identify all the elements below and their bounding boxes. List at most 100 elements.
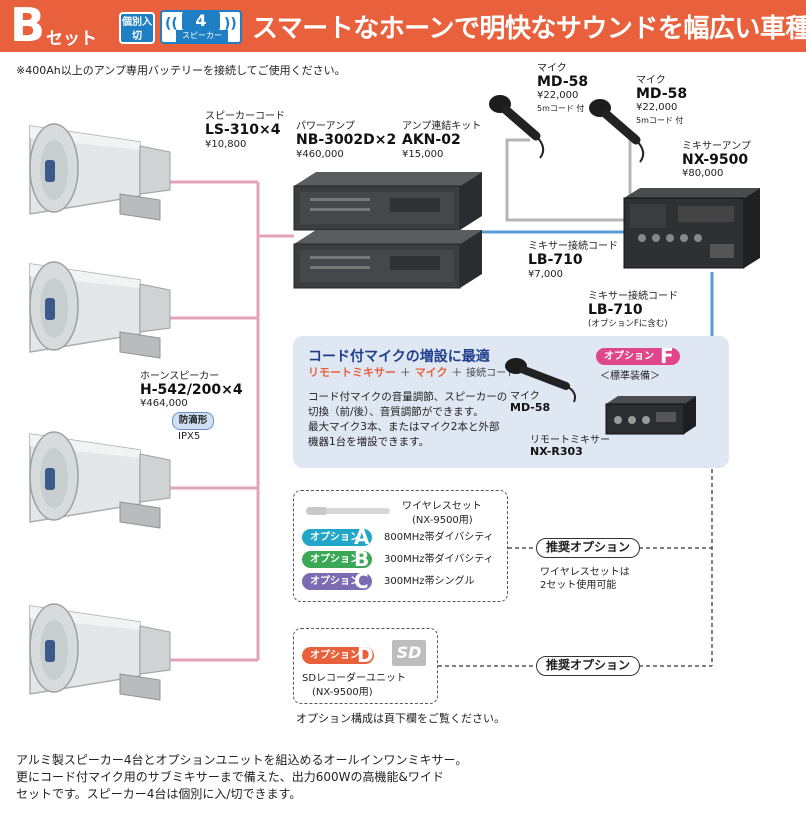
option-f-letter: F bbox=[660, 344, 674, 368]
speaker-cord-model: LS-310×4 bbox=[205, 122, 281, 138]
mic1-note: 5mコード 付 bbox=[537, 104, 585, 113]
mixer-cord2-note: (オプションFに含む) bbox=[588, 319, 668, 329]
horn-speaker-model: H-542/200×4 bbox=[140, 382, 243, 398]
set-letter: B bbox=[10, 0, 46, 52]
mic2-price: ¥22,000 bbox=[636, 102, 678, 113]
wireless-note-2: 2セット使用可能 bbox=[540, 580, 617, 591]
horn-speaker-1 bbox=[29, 123, 171, 221]
microphone-1-icon bbox=[489, 95, 545, 159]
horn-speaker-price: ¥464,000 bbox=[140, 398, 188, 409]
set-label: セット bbox=[46, 29, 97, 49]
option-f-label: オプション bbox=[604, 351, 654, 362]
option-d-letter: D bbox=[357, 643, 374, 667]
mic2-name: マイク bbox=[636, 75, 666, 86]
bottom-line: 更にコード付マイク用のサブミキサーまで備えた、出力600Wの高機能&ワイド bbox=[16, 770, 444, 784]
option-a-label: オプション bbox=[310, 532, 360, 543]
power-amp-model: NB-3002D×2 bbox=[296, 132, 397, 148]
option-footnote: オプション構成は頁下欄をご覧ください。 bbox=[296, 712, 505, 725]
mic1-model: MD-58 bbox=[537, 74, 589, 90]
mixer-amp-model: NX-9500 bbox=[682, 152, 749, 168]
mic2-note: 5mコード 付 bbox=[636, 116, 684, 125]
individual-switch-badge: 個別入切 bbox=[119, 12, 155, 44]
panel-sub-plus1: ＋ bbox=[399, 366, 411, 379]
sd-logo-icon: SD bbox=[392, 640, 426, 666]
panel-body-line: 機器1台を増設できます。 bbox=[308, 436, 430, 448]
remote-mixer-model: NX-R303 bbox=[530, 445, 583, 458]
panel-body-line: 最大マイク3本、またはマイク2本と外部 bbox=[308, 421, 500, 433]
option-b-letter: B bbox=[354, 547, 370, 571]
option-f-badge: オプション bbox=[596, 348, 680, 365]
panel-microphone-icon bbox=[505, 358, 576, 403]
power-amp-price: ¥460,000 bbox=[296, 149, 344, 160]
panel-body-line: コード付マイクの音量調節、スピーカーの bbox=[308, 391, 508, 403]
microphone-2-icon bbox=[589, 99, 645, 163]
mixer-cord2-model: LB-710 bbox=[588, 302, 643, 318]
panel-sub-cord: 接続コード bbox=[466, 368, 517, 379]
speaker-cord-price: ¥10,800 bbox=[205, 139, 247, 150]
remote-mixer-unit bbox=[605, 396, 696, 435]
remote-mixer-name: リモートミキサー bbox=[530, 435, 610, 446]
page-title: スマートなホーンで明快なサウンドを幅広い車種に bbox=[252, 14, 806, 44]
option-c-badge: オプション bbox=[302, 573, 372, 590]
wireless-mic-icon bbox=[306, 507, 390, 515]
speaker-count: 4 bbox=[182, 12, 220, 30]
mixer-cord1-price: ¥7,000 bbox=[528, 269, 563, 280]
mixer-amp-price: ¥80,000 bbox=[682, 168, 724, 179]
ip-rating: IPX5 bbox=[178, 431, 201, 442]
option-a-badge: オプション bbox=[302, 529, 372, 546]
panel-mic-name: マイク bbox=[510, 391, 540, 402]
bottom-line: アルミ製スピーカー4台とオプションユニットを組込めるオールインワンミキサー。 bbox=[16, 753, 468, 767]
speaker-cord-name: スピーカーコード bbox=[205, 111, 285, 122]
amp-kit-name: アンプ連結キット bbox=[402, 121, 482, 132]
amp-kit-model: AKN-02 bbox=[402, 132, 461, 148]
mixer-cord2-name: ミキサー接続コード bbox=[588, 291, 678, 302]
sd-title: SDレコーダーユニット bbox=[302, 673, 407, 684]
wave-left-icon: (( bbox=[165, 16, 178, 32]
option-d-badge: オプション bbox=[302, 647, 374, 664]
wireless-recommend-pill: 推奨オプション bbox=[536, 538, 640, 558]
power-amp-name: パワーアンプ bbox=[296, 121, 355, 132]
wireless-subtitle: (NX-9500用) bbox=[412, 515, 473, 526]
wireless-options-box bbox=[293, 490, 508, 602]
panel-sub-mic: マイク bbox=[414, 366, 448, 379]
option-c-desc: 300MHz帯シングル bbox=[384, 576, 475, 587]
mixer-amp-name: ミキサーアンプ bbox=[682, 141, 751, 152]
panel-subtitle: リモートミキサー ＋ マイク ＋ 接続コード bbox=[308, 364, 516, 380]
mic1-price: ¥22,000 bbox=[537, 90, 579, 101]
wireless-note-1: ワイヤレスセットは bbox=[540, 567, 630, 578]
speaker-count-badge: (( 4 スピーカー )) bbox=[160, 10, 242, 44]
panel-sub-remote: リモートミキサー bbox=[308, 366, 396, 379]
speaker-count-label: スピーカー bbox=[176, 30, 228, 42]
option-c-label: オプション bbox=[310, 576, 360, 587]
mic2-model: MD-58 bbox=[636, 86, 688, 102]
horn-speaker-2 bbox=[29, 261, 171, 359]
amp-kit-price: ¥15,000 bbox=[402, 149, 444, 160]
panel-sub-plus2: ＋ bbox=[451, 366, 463, 379]
sd-option-box bbox=[293, 628, 438, 704]
option-a-letter: A bbox=[354, 525, 370, 549]
drip-proof-badge: 防滴形 bbox=[172, 412, 214, 430]
option-b-label: オプション bbox=[310, 554, 360, 565]
power-amp-units bbox=[293, 172, 482, 289]
option-b-desc: 300MHz帯ダイバシティ bbox=[384, 554, 494, 565]
bottom-description: アルミ製スピーカー4台とオプションユニットを組込めるオールインワンミキサー。 更… bbox=[16, 752, 467, 803]
mixer-amp-unit bbox=[623, 188, 760, 269]
wave-right-icon: )) bbox=[224, 16, 237, 32]
panel-title: コード付マイクの増設に最適 bbox=[308, 349, 490, 365]
battery-note: ※400Ah以上のアンプ専用バッテリーを接続してご使用ください。 bbox=[16, 64, 346, 77]
horn-speaker-name: ホーンスピーカー bbox=[140, 371, 220, 382]
panel-body: コード付マイクの音量調節、スピーカーの 切換（前/後）、音質調節ができます。 最… bbox=[308, 390, 507, 450]
horn-speaker-4 bbox=[29, 603, 171, 701]
bottom-line: セットです。スピーカー4台は個別に入/切できます。 bbox=[16, 787, 302, 801]
option-c-letter: C bbox=[354, 569, 369, 593]
option-d-label: オプション bbox=[310, 650, 360, 661]
panel-body-line: 切換（前/後）、音質調節ができます。 bbox=[308, 406, 484, 418]
mixer-cord1-model: LB-710 bbox=[528, 252, 583, 268]
standard-equipment: ＜標準装備＞ bbox=[600, 371, 660, 382]
sd-recommend-pill: 推奨オプション bbox=[536, 656, 640, 676]
wireless-title: ワイヤレスセット bbox=[402, 501, 482, 512]
horn-speaker-3 bbox=[29, 431, 171, 529]
option-b-badge: オプション bbox=[302, 551, 372, 568]
sd-subtitle: (NX-9500用) bbox=[312, 687, 373, 698]
mixer-cord1-name: ミキサー接続コード bbox=[528, 241, 618, 252]
